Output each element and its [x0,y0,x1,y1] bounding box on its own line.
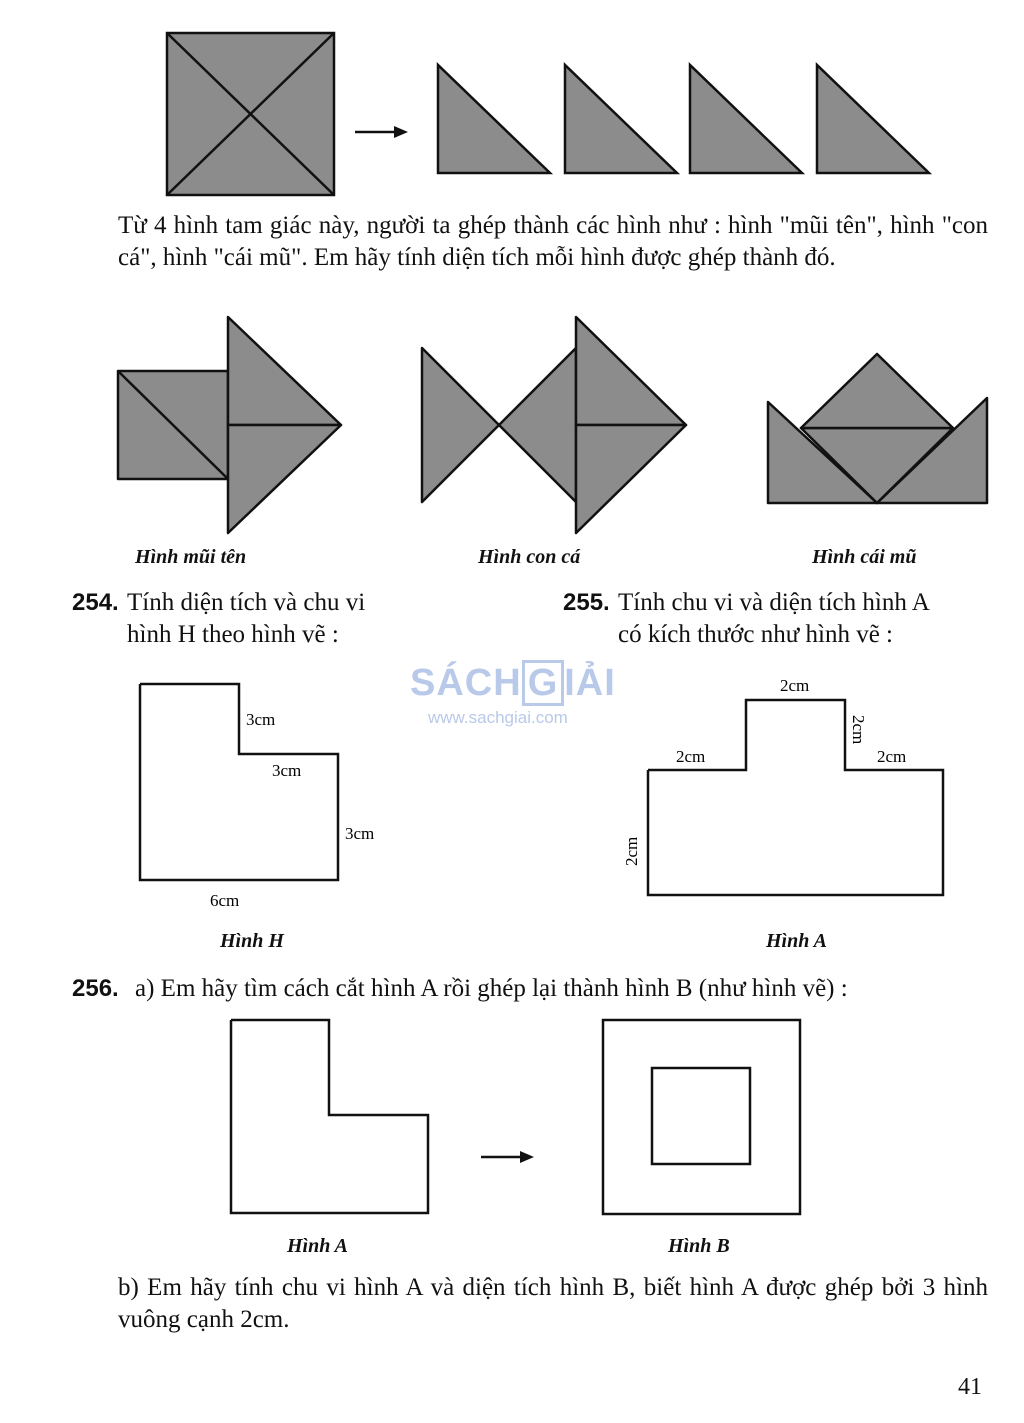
problem-254-number: 254. [72,589,119,616]
problem-254-text-line2: hình H theo hình vẽ : [127,621,339,648]
fish-shape [420,315,688,535]
top-triangles-figure [165,31,933,197]
label-h-bottom: 6cm [210,891,239,910]
problem-255-text-line2: có kích thước như hình vẽ : [618,621,893,648]
shape-a-256 [229,1018,430,1215]
arrow-shape [116,315,343,535]
watermark-logo-letter: G [521,660,565,706]
label-h-top-right: 3cm [246,710,275,729]
page-number: 41 [958,1374,982,1400]
watermark-url: www.sachgiai.com [428,708,568,727]
caption-arrow: Hình mũi tên [135,546,247,568]
arrow-right-icon [355,126,408,138]
label-a-right-ledge: 2cm [877,747,906,766]
figure-256 [229,1018,802,1216]
label-a-top-side: 2cm [849,715,868,744]
triangle-3 [688,62,806,175]
problem-256-part-a: a) Em hãy tìm cách cắt hình A rồi ghép l… [135,975,848,1002]
caption-a-256: Hình A [287,1235,348,1257]
problem-256-part-b: b) Em hãy tính chu vi hình A và diện tíc… [118,1274,988,1333]
problem-256-number: 256. [72,975,119,1002]
label-h-right: 3cm [345,824,374,843]
label-a-left-ledge: 2cm [676,747,705,766]
figure-h: 3cm 3cm 3cm 6cm [138,682,374,910]
problem-255-number: 255. [563,589,610,616]
caption-hat: Hình cái mũ [812,546,917,568]
triangle-1 [436,62,554,175]
intro-paragraph: Từ 4 hình tam giác này, người ta ghép th… [118,212,988,271]
shape-b-inner [650,1066,752,1166]
triangle-2 [563,62,681,175]
label-h-inner: 3cm [272,761,301,780]
problem-255-text-line1: Tính chu vi và diện tích hình A [618,589,930,616]
figure-a-255: 2cm 2cm 2cm 2cm 2cm [622,676,945,897]
label-a-top: 2cm [780,676,809,695]
caption-a-255: Hình A [766,930,827,952]
problem-254-text-line1: Tính diện tích và chu vi [127,589,366,616]
triangle-4 [815,62,933,175]
caption-fish: Hình con cá [478,546,581,568]
shape-b-outer [601,1018,802,1216]
composed-shapes-figure [116,315,989,535]
arrow-right-icon [481,1151,534,1163]
hat-shape [766,352,989,505]
caption-h: Hình H [220,930,284,952]
caption-b-256: Hình B [668,1235,730,1257]
label-a-left-side: 2cm [622,837,641,866]
